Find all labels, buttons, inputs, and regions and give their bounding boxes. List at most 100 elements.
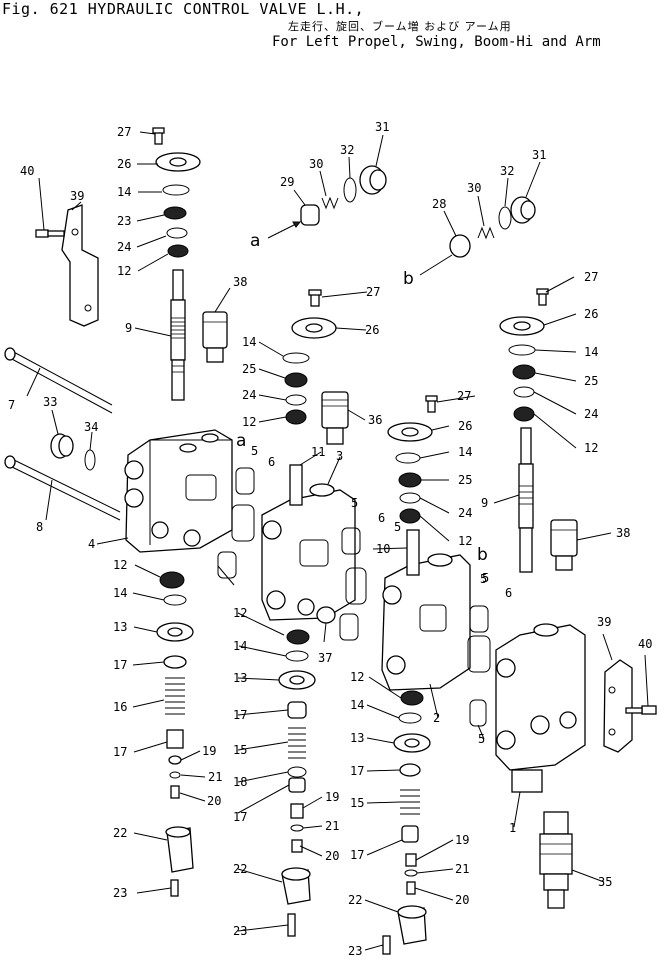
- part-callout-37: 37: [318, 651, 332, 665]
- port-reference-label: a: [236, 431, 246, 451]
- part-callout-13: 13: [350, 731, 364, 745]
- part-callout-14: 14: [458, 445, 472, 459]
- part-callout-20: 20: [455, 893, 469, 907]
- part-callout-3: 3: [336, 449, 343, 463]
- part-callout-21: 21: [325, 819, 339, 833]
- section-left-parts: [4, 127, 233, 897]
- english-subtitle: For Left Propel, Swing, Boom-Hi and Arm: [272, 34, 601, 50]
- part-callout-8: 8: [36, 520, 43, 534]
- part-callout-26: 26: [584, 307, 598, 321]
- part-callout-35: 35: [598, 875, 612, 889]
- part-callout-12: 12: [458, 534, 472, 548]
- part-callout-20: 20: [207, 794, 221, 808]
- part-callout-12: 12: [584, 441, 598, 455]
- part-callout-39: 39: [597, 615, 611, 629]
- part-callout-24: 24: [117, 240, 131, 254]
- part-callout-6: 6: [505, 586, 512, 600]
- part-callout-10: 10: [376, 542, 390, 556]
- part-callout-6: 6: [268, 455, 275, 469]
- part-callout-13: 13: [233, 671, 247, 685]
- part-callout-12: 12: [242, 415, 256, 429]
- port-reference-label: b: [477, 545, 488, 565]
- part-callout-38: 38: [616, 526, 630, 540]
- part-callout-25: 25: [242, 362, 256, 376]
- part-callout-23: 23: [348, 944, 362, 958]
- part-callout-29: 29: [280, 175, 294, 189]
- part-callout-27: 27: [117, 125, 131, 139]
- part-callout-31: 31: [375, 120, 389, 134]
- part-callout-12: 12: [117, 264, 131, 278]
- part-callout-24: 24: [584, 407, 598, 421]
- part-callout-25: 25: [584, 374, 598, 388]
- part-callout-24: 24: [242, 388, 256, 402]
- part-callout-14: 14: [584, 345, 598, 359]
- part-callout-22: 22: [113, 826, 127, 840]
- part-callout-36: 36: [368, 413, 382, 427]
- part-callout-30: 30: [309, 157, 323, 171]
- part-callout-17: 17: [350, 848, 364, 862]
- port-reference-label: b: [403, 269, 414, 289]
- figure-title: Fig. 621 HYDRAULIC CONTROL VALVE L.H.,: [2, 0, 365, 18]
- part-callout-17: 17: [113, 658, 127, 672]
- part-callout-33: 33: [43, 395, 57, 409]
- part-callout-26: 26: [365, 323, 379, 337]
- part-callout-2: 2: [433, 711, 440, 725]
- part-callout-15: 15: [233, 743, 247, 757]
- part-callout-24: 24: [458, 506, 472, 520]
- part-callout-40: 40: [20, 164, 34, 178]
- part-callout-12: 12: [233, 606, 247, 620]
- part-callout-20: 20: [325, 849, 339, 863]
- part-callout-16: 16: [113, 700, 127, 714]
- part-callout-28: 28: [432, 197, 446, 211]
- part-callout-23: 23: [117, 214, 131, 228]
- part-callout-18: 18: [233, 775, 247, 789]
- part-callout-9: 9: [125, 321, 132, 335]
- part-callout-14: 14: [117, 185, 131, 199]
- section-right-parts: [495, 288, 657, 909]
- part-callout-19: 19: [202, 744, 216, 758]
- part-callout-14: 14: [233, 639, 247, 653]
- part-callout-27: 27: [366, 285, 380, 299]
- part-callout-21: 21: [455, 862, 469, 876]
- part-callout-31: 31: [532, 148, 546, 162]
- part-callout-17: 17: [350, 764, 364, 778]
- japanese-subtitle: 左走行、旋回、ブーム増 および アーム用: [288, 20, 512, 33]
- part-callout-26: 26: [458, 419, 472, 433]
- part-callout-40: 40: [638, 637, 652, 651]
- part-callout-14: 14: [113, 586, 127, 600]
- part-callout-14: 14: [350, 698, 364, 712]
- part-callout-5: 5: [478, 732, 485, 746]
- part-callout-23: 23: [233, 924, 247, 938]
- part-callout-23: 23: [113, 886, 127, 900]
- section-right-center-parts: [381, 395, 471, 955]
- part-callout-7: 7: [8, 398, 15, 412]
- part-callout-21: 21: [208, 770, 222, 784]
- part-callout-5: 5: [351, 496, 358, 510]
- part-callout-9: 9: [481, 496, 488, 510]
- part-callout-6: 6: [378, 511, 385, 525]
- part-callout-32: 32: [500, 164, 514, 178]
- seal-plates: [217, 467, 491, 727]
- part-callout-32: 32: [340, 143, 354, 157]
- part-callout-19: 19: [455, 833, 469, 847]
- part-callout-34: 34: [84, 420, 98, 434]
- part-callout-17: 17: [233, 708, 247, 722]
- part-callout-26: 26: [117, 157, 131, 171]
- part-callout-17: 17: [113, 745, 127, 759]
- port-reference-label: a: [250, 231, 260, 251]
- part-callout-25: 25: [458, 473, 472, 487]
- part-callout-22: 22: [233, 862, 247, 876]
- part-callout-17: 17: [233, 810, 247, 824]
- part-callout-15: 15: [350, 796, 364, 810]
- part-callout-12: 12: [113, 558, 127, 572]
- part-callout-11: 11: [311, 445, 325, 459]
- part-callout-14: 14: [242, 335, 256, 349]
- part-callout-5: 5: [482, 571, 489, 585]
- part-callout-38: 38: [233, 275, 247, 289]
- part-callout-30: 30: [467, 181, 481, 195]
- part-callout-5: 5: [480, 572, 487, 586]
- part-callout-4: 4: [88, 537, 95, 551]
- part-callout-5: 5: [251, 444, 258, 458]
